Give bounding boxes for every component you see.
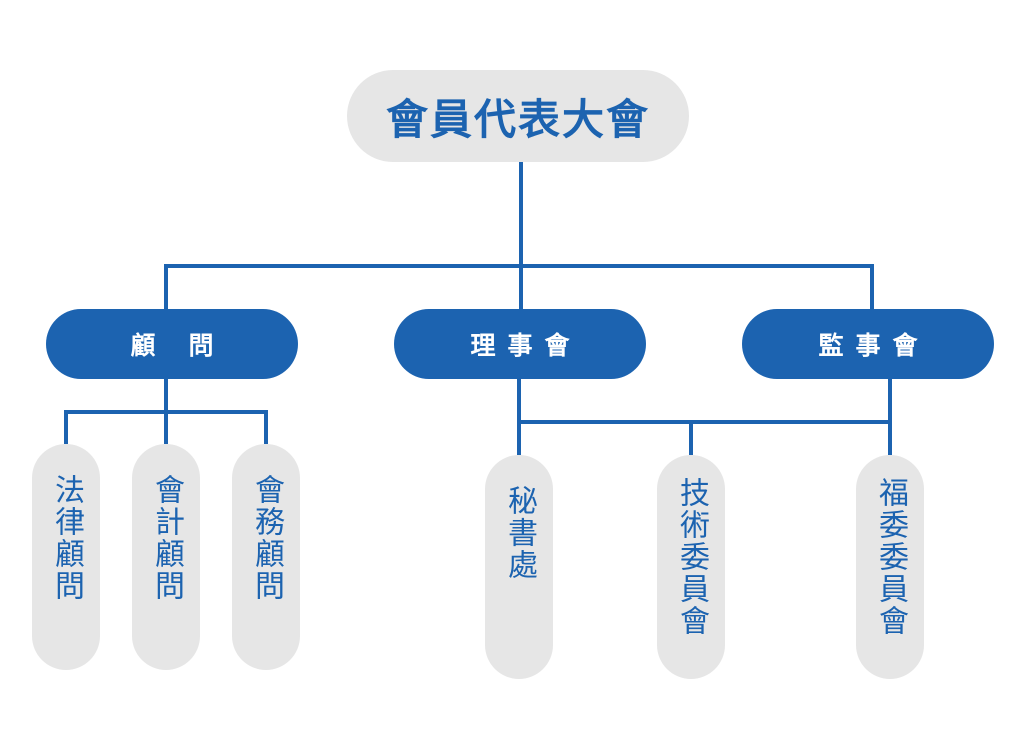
- node-general-assembly-label: 會員代表大會: [385, 94, 650, 144]
- node-welfare-committee: 福委委員會: [856, 455, 924, 679]
- node-advisors-label: 顧 問: [130, 331, 218, 360]
- node-general-assembly: 會員代表大會: [347, 70, 689, 162]
- node-welfare-committee-label: 福委委員會: [873, 477, 908, 637]
- node-secretariat: 秘書處: [485, 455, 553, 679]
- node-technical-committee-label: 技術委員會: [674, 477, 709, 637]
- node-board-of-supervisors: 監事會: [742, 309, 994, 379]
- node-legal-advisor: 法律顧問: [32, 444, 100, 670]
- node-board-of-directors-label: 理事會: [470, 331, 582, 360]
- node-advisors: 顧 問: [46, 309, 298, 379]
- node-technical-committee: 技術委員會: [657, 455, 725, 679]
- node-affairs-advisor-label: 會務顧問: [249, 474, 284, 602]
- node-accounting-advisor: 會計顧問: [132, 444, 200, 670]
- node-legal-advisor-label: 法律顧問: [49, 474, 84, 602]
- node-affairs-advisor: 會務顧問: [232, 444, 300, 670]
- node-board-of-directors: 理事會: [394, 309, 646, 379]
- node-secretariat-label: 秘書處: [502, 485, 537, 581]
- node-accounting-advisor-label: 會計顧問: [149, 474, 184, 602]
- node-board-of-supervisors-label: 監事會: [818, 331, 930, 360]
